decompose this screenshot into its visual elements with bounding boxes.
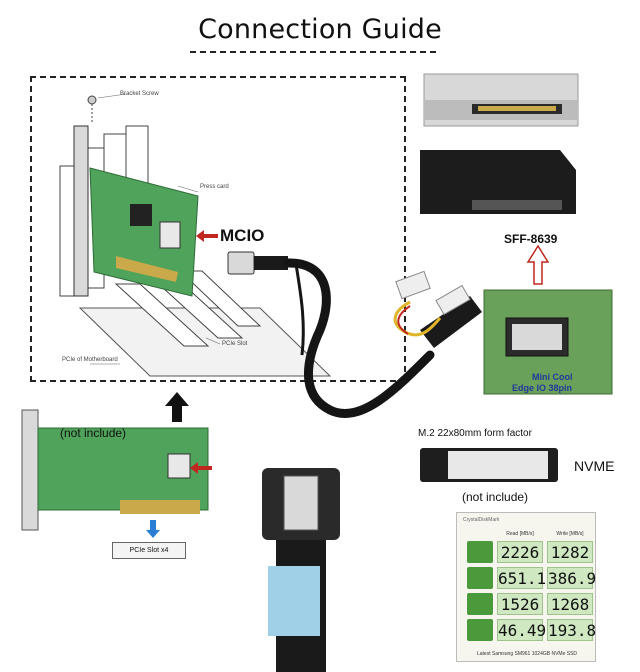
left-card-gold-fingers	[120, 500, 200, 514]
secondary-cable	[294, 263, 305, 356]
sata-power-connector	[395, 270, 431, 300]
installation-diagram	[59, 93, 332, 377]
benchmark-write-value: 193.8	[547, 619, 597, 641]
benchmark-write-value: 386.9	[547, 567, 597, 589]
blue-arrow-down	[146, 520, 160, 538]
benchmark-row-button	[467, 619, 493, 641]
m2-ssd-sticker	[448, 451, 548, 479]
controller-chip	[130, 204, 152, 226]
installation-diagram-frame	[30, 76, 406, 382]
not-include-left-label: (not include)	[60, 426, 127, 440]
benchmark-write-value: 1268	[547, 593, 593, 615]
left-card-bracket	[21, 409, 39, 531]
title-underline	[190, 51, 436, 53]
main-cable	[283, 258, 435, 419]
benchmark-read-value: 651.1	[497, 567, 547, 589]
black-arrow-up	[165, 392, 189, 422]
sff8639-label: SFF-8639	[504, 232, 558, 246]
page-title: Connection Guide	[198, 14, 442, 45]
benchmark-panel: CrystalDiskMark Read [MB/s] Write [MB/s]…	[456, 512, 596, 662]
red-arrow-up	[526, 244, 550, 285]
card-metal-bracket	[73, 125, 89, 297]
card-gold-fingers	[116, 256, 178, 282]
mcio-port	[159, 221, 181, 249]
mini-cool-label-2: Edge IO 38pin	[512, 383, 573, 393]
mini-cool-label-1: Mini Cool	[532, 372, 573, 382]
pcie-slot-3	[178, 270, 262, 327]
mcio-connector-boot	[254, 256, 288, 270]
benchmark-write-header: Write [MB/s]	[556, 531, 584, 537]
left-card-mcio-port	[167, 453, 191, 479]
benchmark-write-value: 1282	[547, 541, 593, 563]
pcie-slot-x4-label: PCIe Slot x4	[112, 542, 186, 559]
press-card-label: Press card	[200, 184, 229, 190]
not-include-right-label: (not include)	[462, 490, 529, 504]
bracket-screw-label: Bracket Screw	[120, 91, 159, 97]
sff-connector-body	[420, 296, 482, 348]
m2-form-factor-label: M.2 22x80mm form factor	[418, 428, 532, 439]
pcie-slot-label: PCIe Slot	[222, 341, 248, 347]
mcio-connector	[227, 251, 255, 275]
benchmark-window-title: CrystalDiskMark	[463, 517, 500, 523]
closeup-connector-latch	[283, 475, 319, 531]
sff8639-plug	[420, 150, 576, 214]
left-red-arrow	[190, 462, 212, 474]
closeup-blue-tab	[268, 566, 320, 636]
mcio-label: MCIO	[220, 226, 265, 245]
benchmark-row-button	[467, 541, 493, 563]
benchmark-footer: Latest Samsung SM961 1024GB NVMe SSD	[476, 651, 578, 657]
nvme-label: NVME	[574, 458, 615, 474]
benchmark-read-value: 1526	[497, 593, 543, 615]
motherboard-label: PCIe of Motherboard	[62, 357, 118, 363]
benchmark-read-header: Read [MB/s]	[506, 531, 534, 537]
benchmark-row-button	[467, 567, 493, 589]
pcie-slot-1	[114, 283, 210, 347]
benchmark-read-value: 46.49	[497, 619, 547, 641]
benchmark-row-button	[467, 593, 493, 615]
red-arrow-port	[196, 230, 218, 242]
sata-power-plug	[435, 284, 471, 316]
benchmark-read-value: 2226	[497, 541, 543, 563]
